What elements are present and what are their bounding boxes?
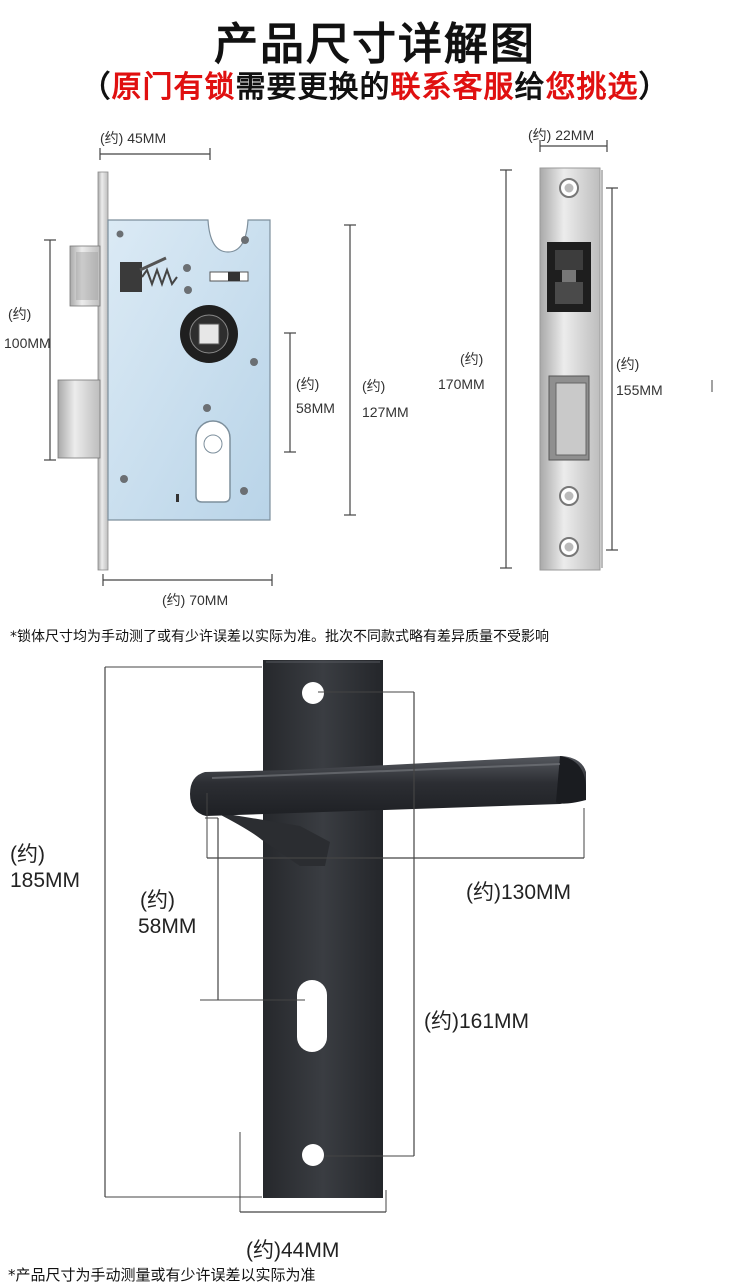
handle-lever-label: (约)130MM [466, 881, 572, 904]
strike-left-value: 170MM [438, 376, 485, 392]
note-lock-size: *锁体尺寸均为手动测了或有少许误差以实际为准。批次不同款式略有差异质量不受影响 [10, 629, 549, 645]
handle-center-value: 58MM [138, 915, 197, 938]
handle-height-approx: (约) [10, 843, 45, 866]
subtitle-part4: 给 [514, 70, 546, 105]
subtitle-part2: 需要更换的 [235, 70, 391, 105]
lock-height-approx: (约) [362, 378, 386, 394]
approx-label: (约) [162, 592, 186, 608]
strike-left-approx: (约) [460, 351, 484, 367]
subtitle-part3: 联系客服 [390, 70, 515, 105]
strike-right-approx: (约) [616, 356, 640, 372]
strike-width-label: (约) 22MM [528, 125, 594, 145]
lock-center-approx: (约) [296, 376, 320, 392]
lock-bottom-label: (约) 70MM [162, 590, 228, 610]
handle-center-approx: (约) [140, 889, 175, 912]
handle-holes-label: (约)161MM [424, 1010, 530, 1033]
dim-value: 22MM [555, 127, 595, 143]
approx-label: (约) [100, 130, 124, 146]
dim-value: 70MM [189, 592, 229, 608]
handle-drawing [104, 660, 586, 1213]
lock-left-approx: (约) [8, 306, 32, 322]
lock-left-value: 100MM [4, 335, 51, 351]
note-product-size: *产品尺寸为手动测量或有少许误差以实际为准 [8, 1266, 316, 1284]
subtitle-open: （ [80, 70, 112, 105]
page-title: 产品尺寸详解图 [214, 19, 536, 70]
dim-value: 45MM [127, 130, 167, 146]
page-subtitle: （原门有锁需要更换的联系客服给您挑选） [0, 62, 750, 106]
strike-right-value: 155MM [616, 382, 663, 398]
subtitle-part1: 原门有锁 [111, 70, 236, 105]
subtitle-close: ） [638, 70, 670, 105]
lock-center-value: 58MM [296, 400, 335, 416]
subtitle-part5: 您挑选 [545, 70, 639, 105]
lock-height-value: 127MM [362, 404, 409, 420]
lock-width-label: (约) 45MM [100, 128, 166, 148]
handle-width-label: (约)44MM [246, 1239, 340, 1262]
strike-plate-drawing [500, 140, 713, 571]
lock-body-drawing [44, 148, 356, 586]
handle-height-value: 185MM [10, 869, 81, 892]
approx-label: (约) [528, 127, 552, 143]
